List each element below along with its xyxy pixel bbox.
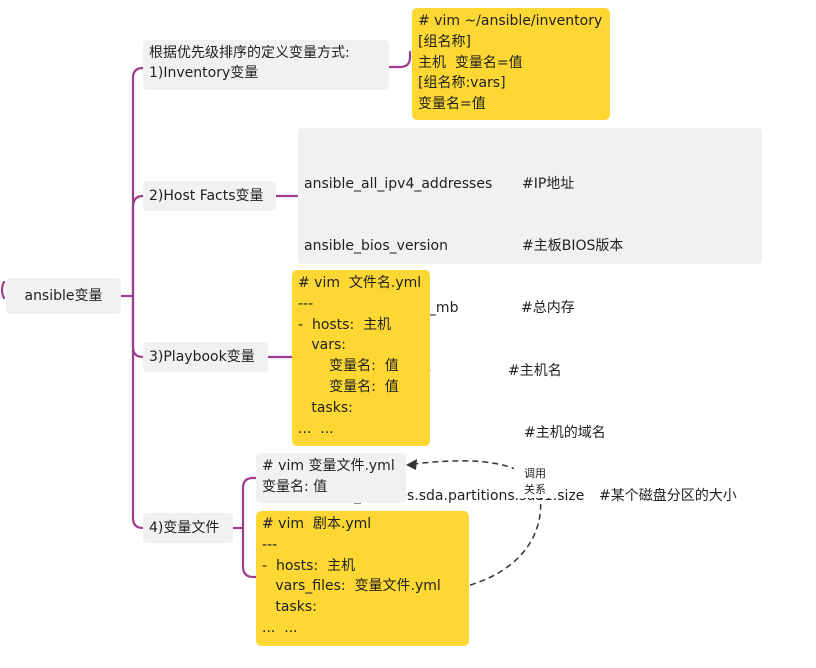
fact-row: ansible_bios_version #主板BIOS版本: [304, 236, 756, 257]
fact-key: ansible_bios_version: [304, 237, 448, 254]
fact-comment: #主机名: [508, 362, 562, 379]
branch-4-label[interactable]: 4)变量文件: [143, 513, 233, 543]
fact-comment: #某个磁盘分区的大小: [599, 487, 737, 504]
fact-row: ansible_all_ipv4_addresses #IP地址: [304, 174, 756, 195]
root-node[interactable]: ansible变量: [6, 278, 121, 314]
vars-files-playbook-box[interactable]: # vim 剧本.yml --- - hosts: 主机 vars_files:…: [256, 511, 469, 646]
inventory-box[interactable]: # vim ~/ansible/inventory [组名称] 主机 变量名=值…: [412, 8, 610, 120]
root-left-stub: [0, 280, 6, 300]
fact-key: ansible_all_ipv4_addresses: [304, 175, 493, 192]
fact-comment: #总内存: [521, 300, 575, 317]
fact-comment: #IP地址: [522, 175, 575, 192]
fact-comment: #主板BIOS版本: [522, 237, 624, 254]
fact-comment: #主机的域名: [524, 425, 606, 442]
facts-box[interactable]: ansible_all_ipv4_addresses #IP地址 ansible_…: [298, 128, 762, 504]
link-b1-box: [387, 50, 412, 69]
arrowhead-icon: [406, 459, 417, 470]
playbook-box[interactable]: # vim 文件名.yml --- - hosts: 主机 vars: 变量名:…: [292, 270, 430, 446]
link-b4-varfile: [231, 476, 260, 530]
link-b4-playbook: [241, 526, 260, 579]
call-relation-label: 调用 关系: [514, 466, 556, 498]
link-branch-3: [131, 294, 145, 359]
branch-3-label[interactable]: 3)Playbook变量: [143, 342, 268, 372]
varfile-box[interactable]: # vim 变量文件.yml 变量名: 值: [256, 453, 406, 503]
link-branch-4: [131, 294, 145, 530]
branch-1-label[interactable]: 根据优先级排序的定义变量方式: 1)Inventory变量: [143, 40, 389, 90]
branch-2-label[interactable]: 2)Host Facts变量: [143, 181, 276, 211]
link-branch-2: [131, 194, 145, 298]
link-branch-1: [131, 66, 145, 298]
